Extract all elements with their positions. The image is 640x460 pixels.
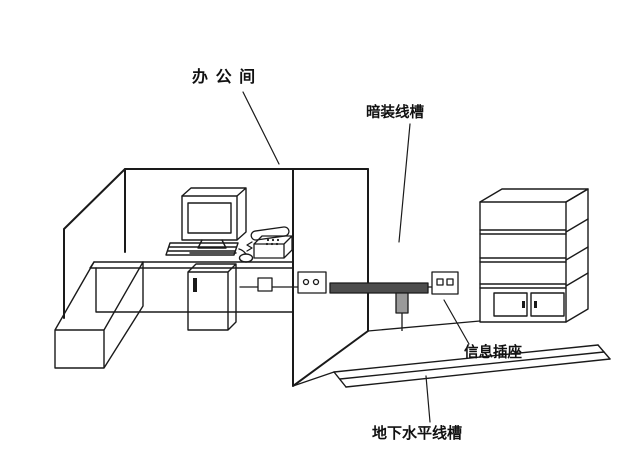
- floor-edge-right: [367, 320, 481, 332]
- leader-concealed-duct: [398, 123, 411, 243]
- wall-cabling: [239, 271, 327, 294]
- office-desk: [54, 261, 294, 369]
- room-walls: [63, 168, 369, 387]
- cabinet-door-handle: [534, 301, 537, 308]
- telephone: [246, 226, 293, 259]
- cable-adapter: [257, 277, 273, 292]
- pedestal-handle: [193, 278, 197, 292]
- monitor-3d-faces: [181, 187, 247, 241]
- cabinet-door: [493, 292, 528, 317]
- computer: [165, 187, 254, 263]
- floor-duct-bottom-line: [345, 358, 611, 388]
- shelf-boards: [479, 218, 589, 289]
- mouse: [238, 253, 254, 263]
- monitor-stand: [189, 239, 237, 254]
- wall-outlet-hole: [302, 278, 310, 286]
- info-outlet-port: [446, 278, 454, 286]
- phone-body: [253, 235, 293, 259]
- keyboard: [165, 242, 239, 256]
- cabinet-door: [530, 292, 565, 317]
- leader-underground-duct: [425, 375, 431, 423]
- floor-duct-end-caps: [333, 344, 611, 388]
- leader-info-outlet: [443, 299, 470, 345]
- monitor-screen: [187, 202, 232, 234]
- desk-top-edge: [89, 261, 294, 269]
- wall-outlet-hole: [312, 278, 320, 286]
- mouse-cable: [238, 248, 247, 255]
- left-wall: [63, 168, 126, 319]
- underground-duct-label: 地下水平线槽: [372, 424, 463, 442]
- leader-office: [242, 91, 280, 165]
- office-label: 办 公 间: [192, 67, 257, 86]
- info-outlet-box: [431, 271, 459, 295]
- shelf-top-face: [479, 188, 589, 203]
- desk-pedestal: [187, 263, 237, 331]
- info-outlet-label: 信息插座: [464, 345, 522, 361]
- horizontal-duct: [329, 282, 429, 294]
- duct-assembly: [329, 271, 459, 331]
- monitor-body: [181, 195, 238, 241]
- info-outlet-port: [436, 278, 444, 286]
- phone-keypad: [265, 238, 280, 246]
- bookshelf: [479, 188, 589, 323]
- vertical-duct: [395, 292, 409, 314]
- floor-duct-top-line: [333, 344, 599, 373]
- cabinet-door-handle: [522, 301, 525, 308]
- phone-handset: [250, 226, 290, 241]
- partition-wall: [292, 168, 369, 387]
- floor-duct-inner-line: [339, 351, 605, 380]
- leader-lines: [242, 91, 470, 423]
- phone-cord: [246, 241, 253, 252]
- floor-lines: [292, 320, 481, 387]
- wall-outlet-plate: [297, 271, 327, 294]
- concealed-duct-label: 暗装线槽: [366, 105, 424, 121]
- desk-return: [54, 261, 144, 369]
- floor-edge-left: [292, 371, 335, 387]
- shelf-side-face: [565, 188, 589, 323]
- floor-duct: [333, 344, 611, 388]
